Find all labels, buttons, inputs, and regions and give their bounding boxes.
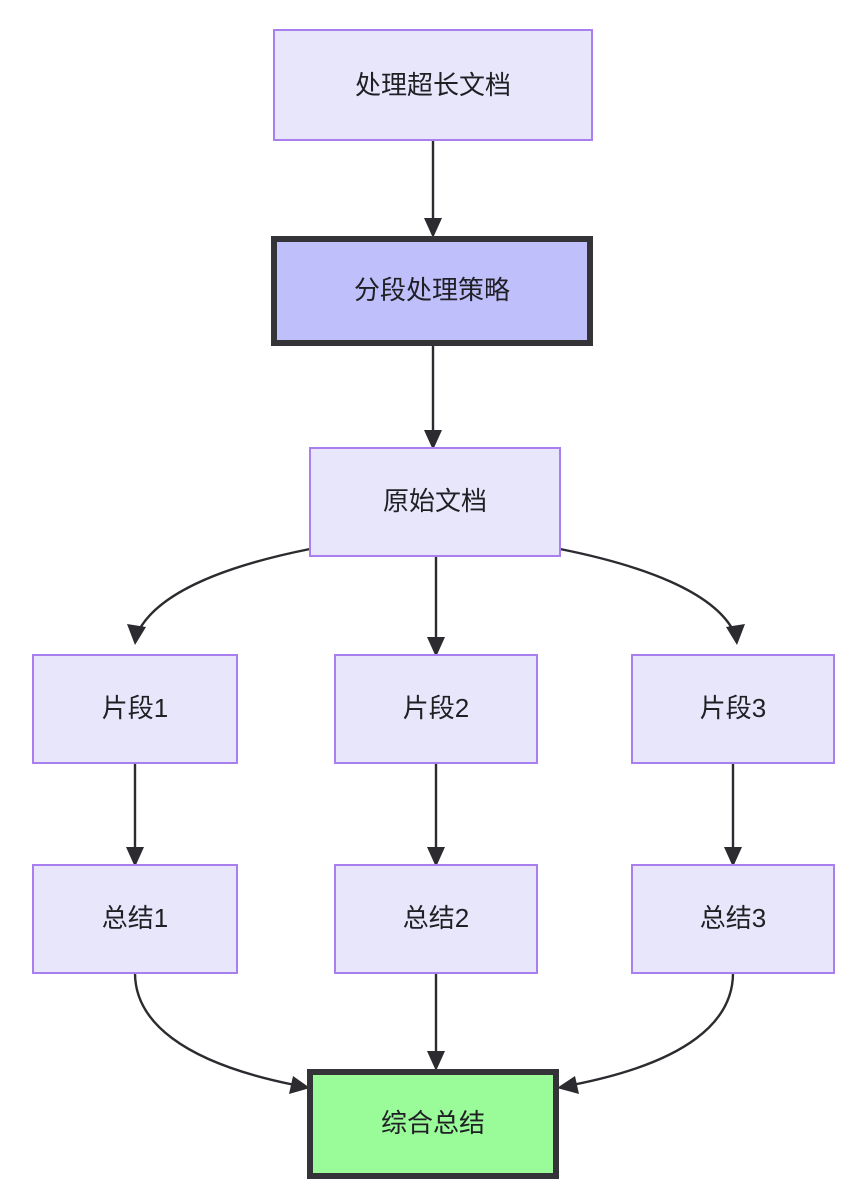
node-final-shape[interactable] [307, 1069, 559, 1179]
arrowhead-icon [726, 624, 745, 645]
node-strategy[interactable]: 分段处理策略 [271, 236, 593, 346]
node-layer: 处理超长文档 分段处理策略 原始文档 片段1 片段2 [32, 29, 835, 1179]
arrowhead-icon [724, 847, 742, 867]
node-strategy-shape[interactable] [271, 236, 593, 346]
node-chunk3-shape[interactable] [631, 654, 835, 764]
node-summary1[interactable]: 总结1 [32, 864, 238, 974]
edge-summary1-to-final [133, 972, 310, 1094]
edge-source-to-chunk1 [127, 547, 311, 645]
node-chunk2[interactable]: 片段2 [334, 654, 538, 764]
node-final-label: 综合总结 [381, 1108, 485, 1138]
edge-doc-to-strategy [424, 140, 442, 238]
edge-chunk3-to-summary3 [724, 763, 742, 867]
node-summary2-label: 总结2 [403, 903, 469, 933]
arrowhead-icon [127, 624, 146, 645]
arrowhead-icon [427, 637, 445, 657]
node-doc[interactable]: 处理超长文档 [273, 29, 593, 141]
edge-line [559, 547, 735, 631]
node-chunk3-label: 片段3 [700, 693, 766, 723]
arrowhead-icon [427, 847, 445, 867]
edge-line [133, 972, 296, 1087]
node-source-shape[interactable] [309, 447, 561, 557]
edge-line [571, 972, 735, 1087]
edge-summary2-to-final [427, 973, 445, 1071]
node-chunk1-label: 片段1 [102, 693, 168, 723]
edge-source-to-chunk3 [559, 547, 745, 645]
node-chunk2-shape[interactable] [334, 654, 538, 764]
node-summary3-shape[interactable] [631, 864, 835, 974]
node-doc-label: 处理超长文档 [355, 70, 511, 100]
arrowhead-icon [557, 1076, 579, 1094]
edge-chunk2-to-summary2 [427, 763, 445, 867]
arrowhead-icon [427, 1051, 445, 1071]
edge-summary3-to-final [557, 972, 735, 1094]
node-summary2[interactable]: 总结2 [334, 864, 538, 974]
edge-chunk1-to-summary1 [126, 763, 144, 867]
node-chunk3[interactable]: 片段3 [631, 654, 835, 764]
node-summary3-label: 总结3 [700, 903, 766, 933]
arrowhead-icon [424, 218, 442, 238]
node-chunk1-shape[interactable] [32, 654, 238, 764]
node-summary2-shape[interactable] [334, 864, 538, 974]
node-summary3[interactable]: 总结3 [631, 864, 835, 974]
node-doc-shape[interactable] [273, 29, 593, 141]
node-source[interactable]: 原始文档 [309, 447, 561, 557]
edge-line [137, 547, 311, 631]
arrowhead-icon [126, 847, 144, 867]
edge-strategy-to-source [424, 346, 442, 450]
node-source-label: 原始文档 [383, 486, 487, 516]
node-summary1-shape[interactable] [32, 864, 238, 974]
edge-source-to-chunk2 [427, 556, 445, 657]
edge-layer [126, 140, 745, 1094]
node-summary1-label: 总结1 [102, 903, 168, 933]
node-chunk2-label: 片段2 [403, 693, 469, 723]
arrowhead-icon [289, 1076, 310, 1094]
node-final[interactable]: 综合总结 [307, 1069, 559, 1179]
node-strategy-label: 分段处理策略 [354, 275, 510, 305]
node-chunk1[interactable]: 片段1 [32, 654, 238, 764]
arrowhead-icon [424, 430, 442, 450]
